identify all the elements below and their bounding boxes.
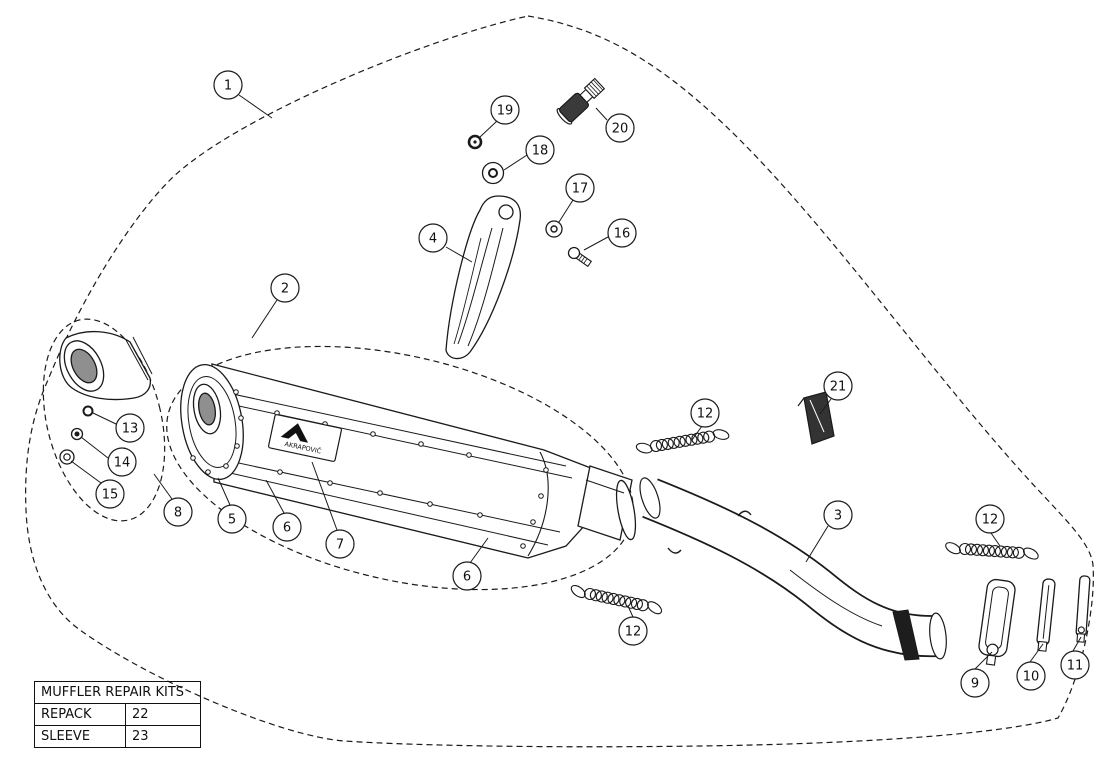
callouts: 1 2 3 4 5 6 6 7 8 9 10 11 12 12 12 13 14… xyxy=(95,70,1090,698)
spring-hook-tab xyxy=(667,547,682,554)
callout-14: 14 xyxy=(107,447,137,477)
outlet-sleeve xyxy=(577,465,637,541)
washer-part-17 xyxy=(545,220,563,238)
callout-19: 19 xyxy=(490,95,520,125)
pipe-weld-band xyxy=(892,609,920,661)
svg-text:12: 12 xyxy=(697,407,714,422)
pipe-clamp-part-9 xyxy=(978,578,1016,666)
svg-text:4: 4 xyxy=(429,232,437,247)
svg-text:8: 8 xyxy=(174,506,182,521)
rivets-front xyxy=(190,389,244,475)
grommet-part-18 xyxy=(481,161,505,185)
callout-7: 7 xyxy=(325,529,355,559)
callout-21: 21 xyxy=(823,371,853,401)
kit-name: SLEEVE xyxy=(34,725,126,748)
callout-18: 18 xyxy=(525,135,555,165)
svg-text:6: 6 xyxy=(283,521,291,536)
callout-11: 11 xyxy=(1060,650,1090,680)
svg-text:1: 1 xyxy=(224,79,232,94)
svg-text:9: 9 xyxy=(971,677,979,692)
table-row: SLEEVE 23 xyxy=(34,725,201,748)
callout-10: 10 xyxy=(1016,661,1046,691)
pipe-outlet-end xyxy=(929,612,947,660)
svg-text:12: 12 xyxy=(625,625,642,640)
callout-2: 2 xyxy=(270,273,300,303)
clamp-band-part-10 xyxy=(1036,578,1056,652)
callout-13: 13 xyxy=(115,413,145,443)
callout-1: 1 xyxy=(213,70,243,100)
svg-text:2: 2 xyxy=(281,282,289,297)
bolt-part-16 xyxy=(567,246,593,268)
svg-text:6: 6 xyxy=(463,570,471,585)
endcap-parts-outline xyxy=(42,318,166,522)
kit-number: 23 xyxy=(125,725,201,748)
ring-part-13 xyxy=(82,405,94,417)
pipe-inlet-end xyxy=(639,477,661,519)
svg-text:11: 11 xyxy=(1067,659,1084,674)
endcap-seam xyxy=(527,451,549,557)
rivets-bottom xyxy=(277,469,483,518)
callout-12b: 12 xyxy=(975,504,1005,534)
svg-text:13: 13 xyxy=(122,422,139,437)
clamp-band-part-11 xyxy=(1075,575,1091,643)
callout-17: 17 xyxy=(565,173,595,203)
callout-8: 8 xyxy=(163,497,193,527)
callout-12c: 12 xyxy=(618,616,648,646)
callout-12a: 12 xyxy=(690,398,720,428)
svg-text:7: 7 xyxy=(336,538,344,553)
callout-5: 5 xyxy=(217,504,247,534)
svg-text:15: 15 xyxy=(102,488,119,503)
front-end-cap xyxy=(180,363,244,481)
callout-20: 20 xyxy=(605,113,635,143)
leader-lines xyxy=(70,94,1082,670)
callout-9: 9 xyxy=(960,668,990,698)
spring-hook-tab xyxy=(737,510,752,517)
callout-3: 3 xyxy=(823,500,853,530)
callout-15: 15 xyxy=(95,479,125,509)
callout-16: 16 xyxy=(607,218,637,248)
bracket-hole xyxy=(498,204,514,220)
svg-text:5: 5 xyxy=(228,513,236,528)
kit-boundary-outline xyxy=(25,15,1094,748)
callout-4: 4 xyxy=(418,223,448,253)
spring-part-12 xyxy=(567,581,666,618)
washer-part-19 xyxy=(467,134,483,150)
svg-text:19: 19 xyxy=(497,104,514,119)
table-title: MUFFLER REPAIR KITS xyxy=(34,681,201,704)
table-header-row: MUFFLER REPAIR KITS xyxy=(34,681,201,704)
mount-hardware xyxy=(467,77,606,268)
table-row: REPACK 22 xyxy=(34,703,201,726)
inlet-cap xyxy=(59,330,153,401)
svg-text:20: 20 xyxy=(612,122,629,137)
endcap-hardware xyxy=(59,405,94,465)
akrapovic-arrow-icon xyxy=(280,423,309,443)
muffler-body: AKRAPOVIČ xyxy=(180,363,637,559)
kit-number: 22 xyxy=(125,703,201,726)
callout-6b: 6 xyxy=(452,561,482,591)
link-pipe xyxy=(639,477,947,661)
svg-text:3: 3 xyxy=(834,509,842,524)
svg-text:12: 12 xyxy=(982,513,999,528)
callout-6a: 6 xyxy=(272,512,302,542)
svg-text:16: 16 xyxy=(614,227,631,242)
spring-part-12 xyxy=(942,539,1042,563)
rivets-end xyxy=(520,467,549,549)
svg-text:21: 21 xyxy=(830,380,847,395)
svg-text:17: 17 xyxy=(572,182,589,197)
svg-text:18: 18 xyxy=(532,144,549,159)
muffler-repair-kits-table: MUFFLER REPAIR KITS REPACK 22 SLEEVE 23 xyxy=(34,681,201,748)
svg-text:14: 14 xyxy=(114,456,131,471)
svg-text:10: 10 xyxy=(1023,670,1040,685)
hanger-bracket xyxy=(445,195,522,360)
spring-part-12 xyxy=(633,425,732,458)
brand-badge: AKRAPOVIČ xyxy=(267,414,343,462)
rubber-damper-part-20 xyxy=(556,77,606,125)
heat-wedge-part-21 xyxy=(797,391,835,445)
ring-part-15 xyxy=(59,449,75,465)
kit-name: REPACK xyxy=(34,703,126,726)
